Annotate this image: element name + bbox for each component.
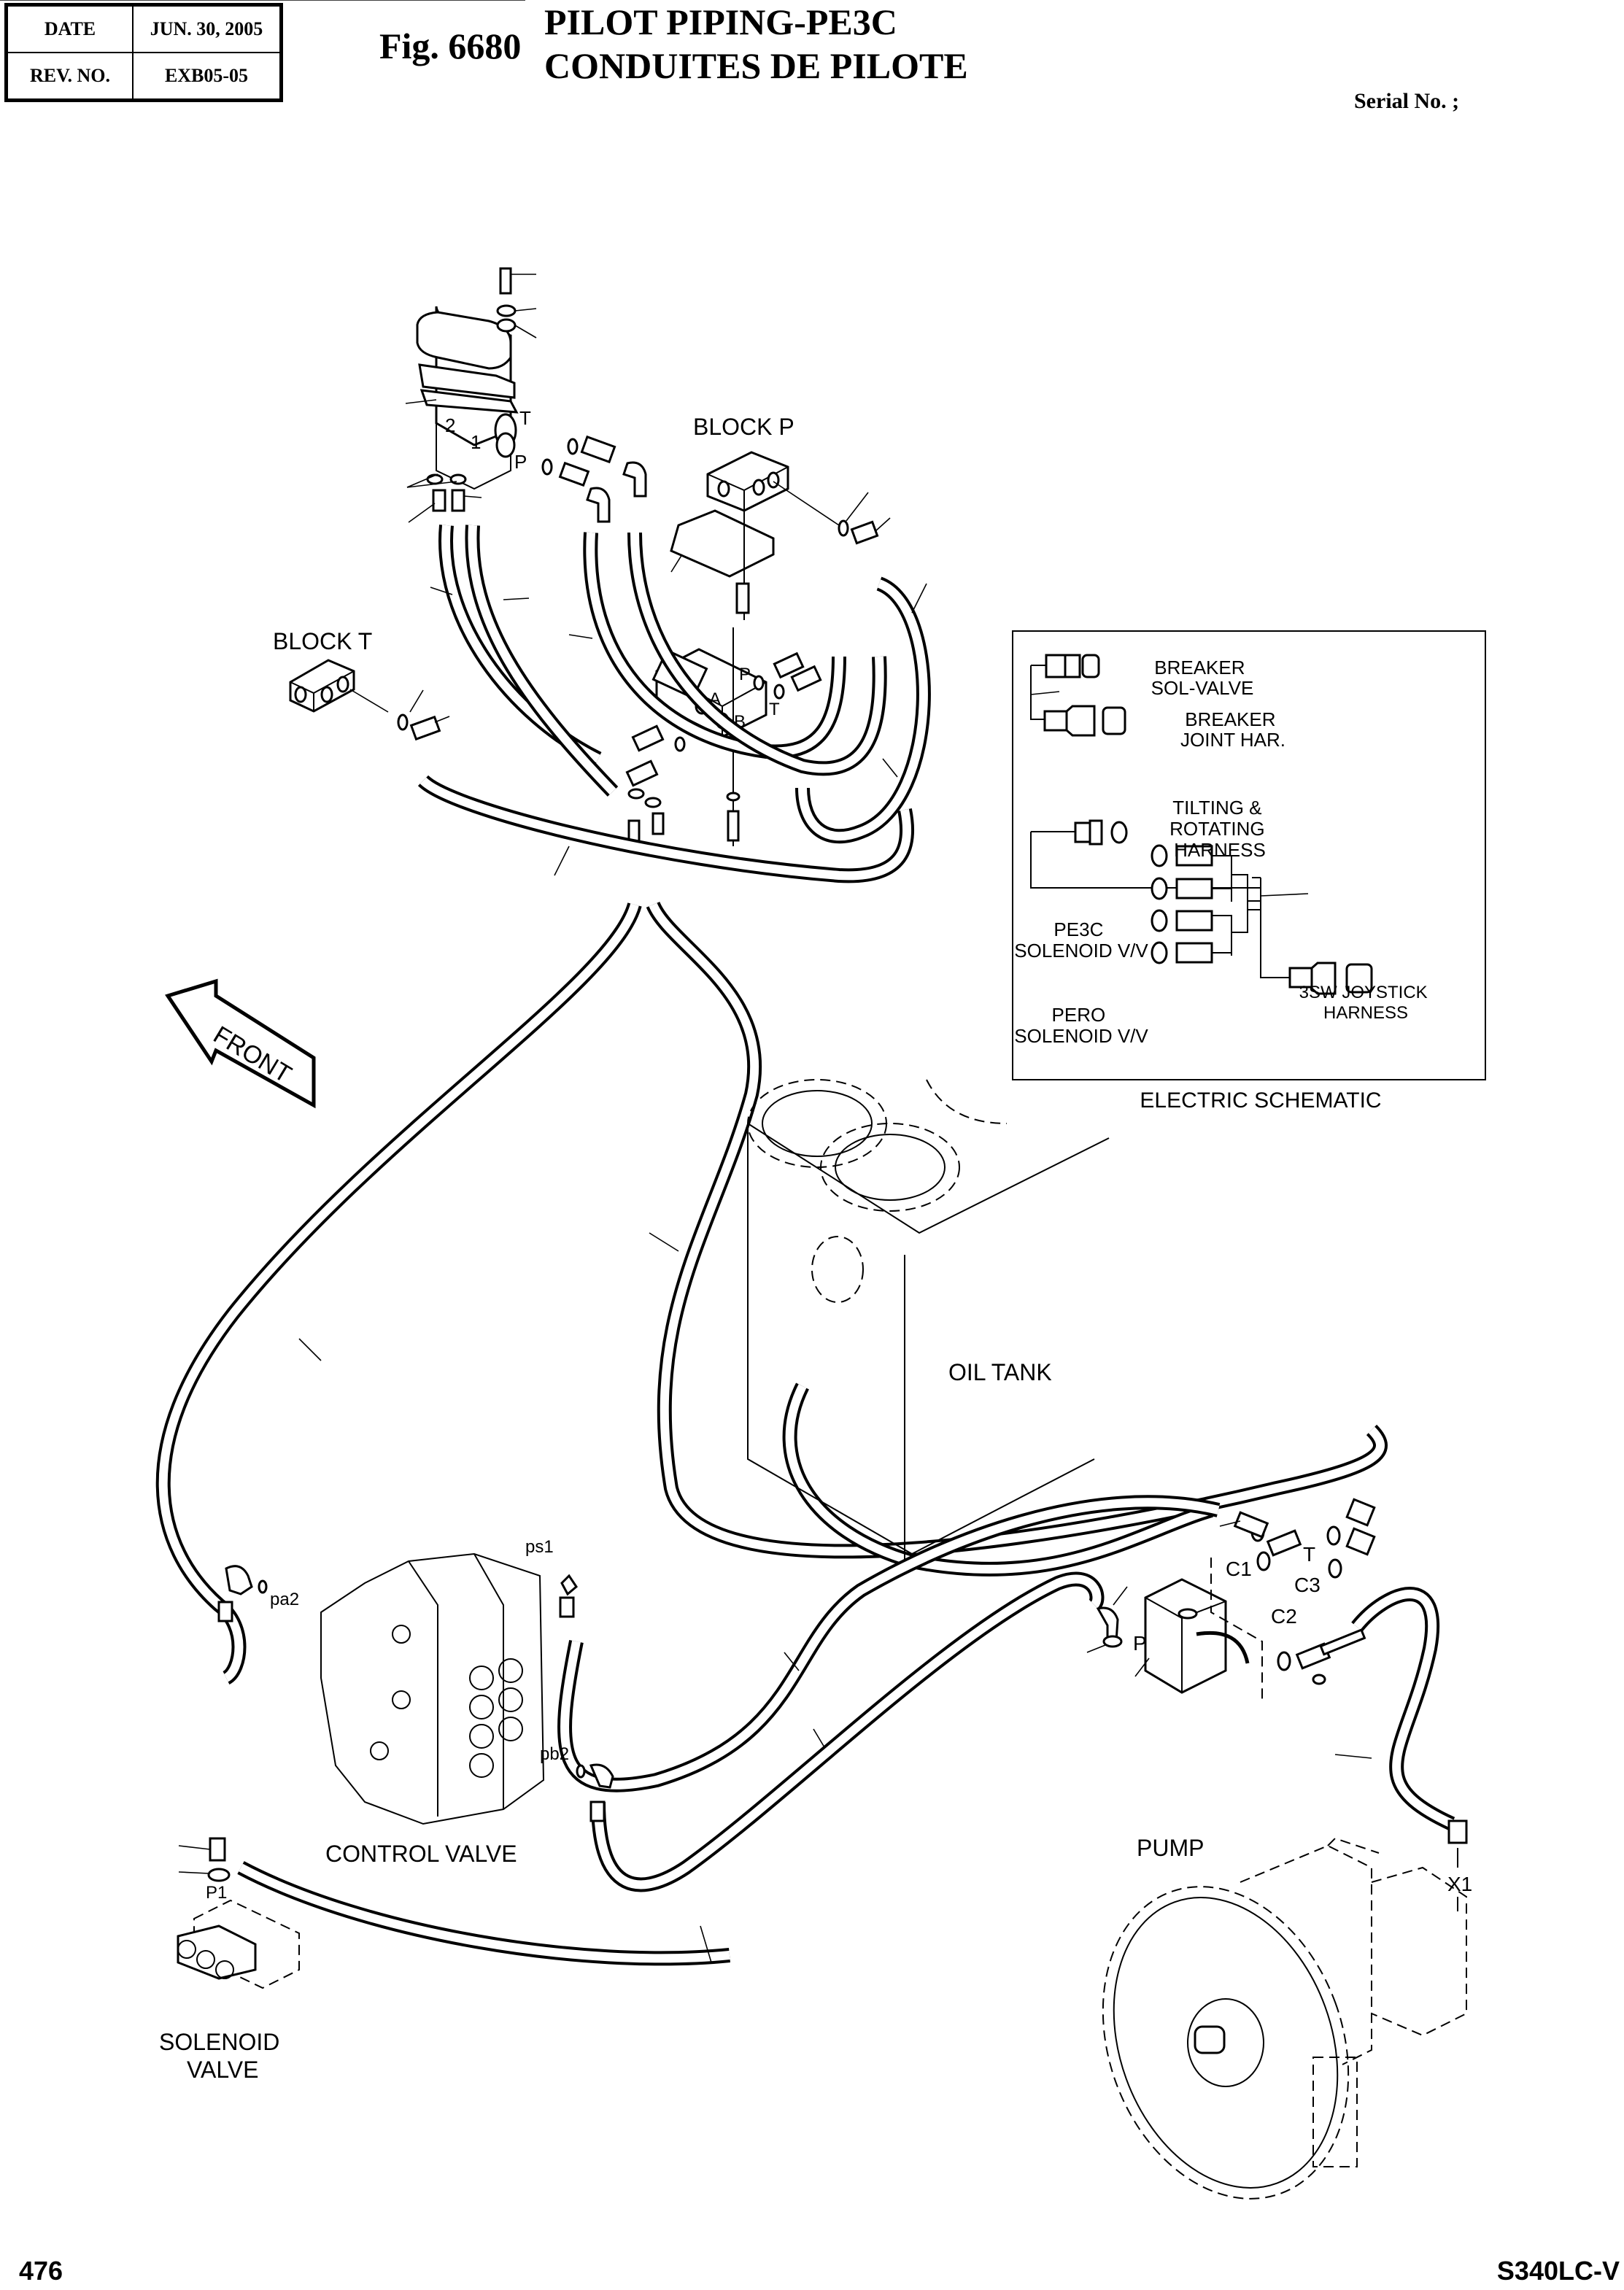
valve-port-p-label: P [739, 665, 751, 684]
joystick-port-t-label: T [519, 407, 531, 429]
bolt-icon [499, 267, 512, 295]
block-port-p-label: P [1133, 1632, 1147, 1655]
pero-solenoid-connector-icon [1151, 909, 1213, 964]
joystick-port-p-label: P [514, 451, 527, 473]
breaker-joint-harness-connector-icon [1043, 705, 1126, 737]
serial-number-label: Serial No. ; [1354, 89, 1460, 113]
hydraulic-pump: PUMP X1 [1102, 1819, 1472, 2200]
solenoid-valve: P1 SOLENOID VALVE [159, 1837, 300, 2083]
block-t: BLOCK T [273, 628, 450, 741]
date-label: DATE [5, 4, 134, 53]
model-number: S340LC-V [1496, 2256, 1620, 2286]
valve-port-circles [370, 1625, 523, 1778]
breaker-sol-valve-connector-icon [1045, 654, 1100, 678]
block-t-label: BLOCK T [273, 628, 372, 654]
port-c2-label: C2 [1271, 1605, 1297, 1628]
breaker-sol-valve-label: BREAKER SOL-VALVE [1151, 657, 1254, 699]
pe3c-solenoid-label: PE3C SOLENOID V/V [1014, 918, 1148, 962]
control-valve-label: CONTROL VALVE [325, 1841, 517, 1867]
pe3c-solenoid-connector-icon [1151, 844, 1213, 900]
port-c3-label: C3 [1294, 1574, 1321, 1596]
oil-tank: OIL TANK [747, 1079, 1110, 1561]
valve-port-t-label: T [769, 700, 780, 719]
revision-table: DATE JUN. 30, 2005 REV. NO. EXB05-05 [4, 3, 283, 102]
mounting-plate [670, 509, 775, 578]
block-p-label: BLOCK P [693, 414, 794, 440]
port-p1-label: P1 [206, 1883, 227, 1903]
pump-label: PUMP [1137, 1835, 1204, 1861]
port-ps1-label: ps1 [525, 1537, 554, 1557]
title-line-2: CONDUITES DE PILOTE [544, 45, 968, 86]
figure-number: Fig. 6680 [379, 26, 522, 66]
title-line-1: PILOT PIPING-PE3C [544, 1, 897, 42]
page-number: 476 [19, 2256, 63, 2286]
joystick-harness-connector-icon [1288, 962, 1373, 995]
pilot-hoses-upper [417, 525, 931, 883]
pilot-joystick-valve: 2 1 T P [0, 0, 647, 523]
date-value: JUN. 30, 2005 [132, 4, 282, 53]
port-pa2-label: pa2 [270, 1590, 299, 1609]
rev-value: EXB05-05 [132, 52, 282, 101]
breaker-joint-harness-label: BREAKER JOINT HAR. [1180, 708, 1285, 751]
rev-label: REV. NO. [5, 52, 134, 101]
block-port-t-label: T [1303, 1543, 1315, 1566]
solenoid-valve-label-line-1: SOLENOID [159, 2029, 279, 2055]
block-p: BLOCK P [670, 414, 891, 620]
joystick-port-2-label: 2 [445, 414, 455, 436]
joystick-harness-label: 3SW JOYSTICK HARNESS [1299, 983, 1433, 1023]
port-c1-label: C1 [1226, 1558, 1252, 1580]
electric-schematic-caption: ELECTRIC SCHEMATIC [1140, 1088, 1381, 1113]
port-x1-label: X1 [1447, 1873, 1472, 1895]
front-direction-arrow: FRONT [165, 978, 316, 1109]
page-title: PILOT PIPING-PE3C CONDUITES DE PILOTE [544, 0, 968, 88]
washer-icon [496, 304, 517, 317]
oil-tank-label: OIL TANK [948, 1359, 1052, 1385]
port-pb2-label: pb2 [540, 1744, 569, 1764]
solenoid-valve-label-line-2: VALVE [187, 2057, 258, 2083]
pero-solenoid-label: PERO SOLENOID V/V [1014, 1004, 1148, 1047]
joystick-port-1-label: 1 [471, 431, 481, 453]
control-valve: ps1 pa2 pb2 CONTROL VALVE [217, 1537, 614, 1867]
tilting-rotating-connector-icon [1074, 819, 1128, 846]
tilting-rotating-harness-label: TILTING & ROTATING HARNESS [1169, 797, 1270, 861]
electric-schematic: BREAKER SOL-VALVE BREAKER JOINT HAR. TIL… [1012, 630, 1486, 1113]
washer-icon [496, 318, 517, 333]
pilot-selector-block: P C1 C2 C3 T [1086, 1498, 1376, 1700]
